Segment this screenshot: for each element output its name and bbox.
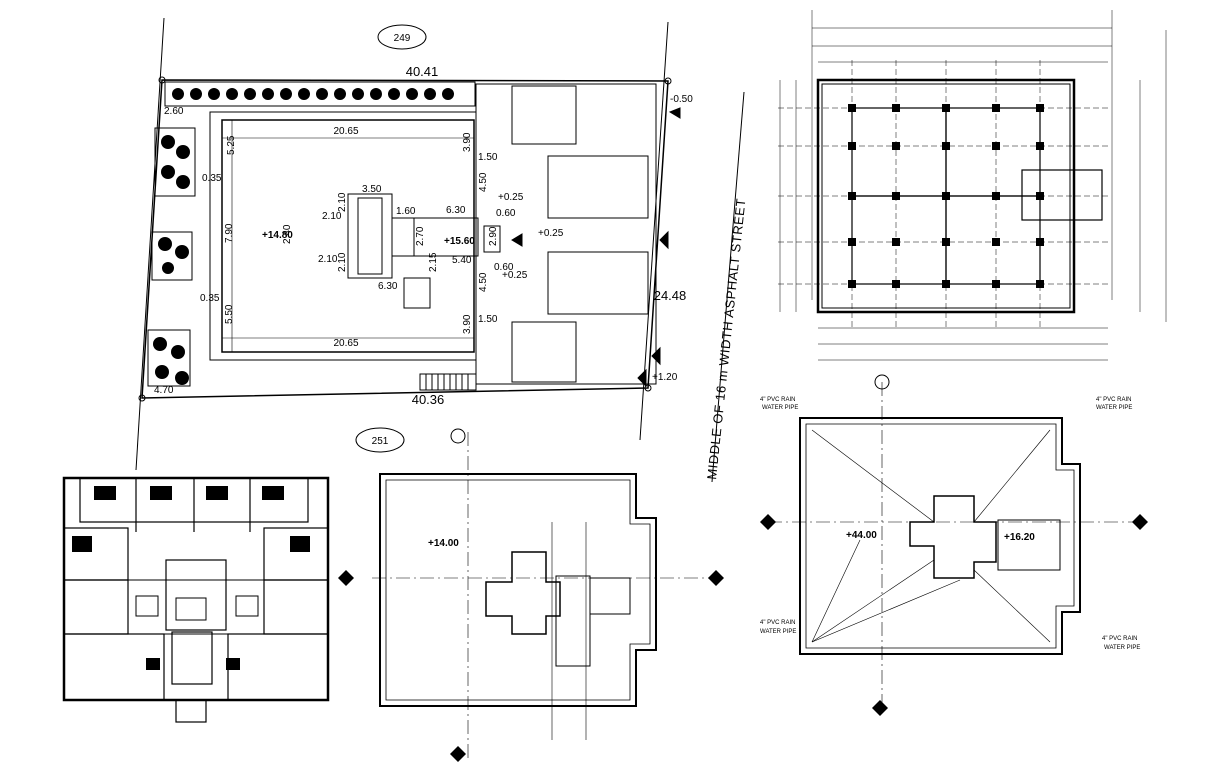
svg-text:WATER PIPE: WATER PIPE <box>1104 645 1140 651</box>
dim-left-bottom: 4.70 <box>154 385 174 396</box>
dim-core-1: 3.50 <box>362 184 382 195</box>
dim-core-5: 2.10 <box>318 254 338 265</box>
dim-inner-bottom: 20.65 <box>333 338 358 349</box>
dim-core-4: 2.40 <box>282 224 293 244</box>
level-gate-1: +0.25 <box>498 192 524 203</box>
level-street-top: -0.50 <box>670 94 693 105</box>
dim-left-top: 2.60 <box>164 106 184 117</box>
street-label: MIDDLE OF 16 m WIDTH ASPHALT STREET <box>704 197 748 480</box>
svg-text:WATER PIPE: WATER PIPE <box>762 405 798 411</box>
floor-plan-beds <box>72 486 310 670</box>
svg-text:WATER PIPE: WATER PIPE <box>1096 405 1132 411</box>
dim-left-3: 7.90 <box>224 223 235 243</box>
rain-pipe-note-4: 4" PVC RAIN WATER PIPE <box>1102 636 1140 651</box>
level-gate-3: +0.25 <box>502 270 528 281</box>
svg-text:4" PVC RAIN: 4" PVC RAIN <box>1102 636 1137 642</box>
roof-level: +14.00 <box>428 538 459 549</box>
drainage-level: +44.00 <box>846 530 877 541</box>
structural-grid-plan <box>778 10 1167 361</box>
svg-text:249: 249 <box>394 33 411 44</box>
dim-left-4: 0.35 <box>200 293 220 304</box>
dim-core-3: 2.10 <box>322 211 342 222</box>
dim-core-9: 2.70 <box>415 226 426 246</box>
dim-gate-8: 3.90 <box>462 314 473 334</box>
section-markers <box>338 374 1148 762</box>
tree-row-top <box>172 88 454 100</box>
level-stair: +15.60 <box>444 236 475 247</box>
svg-text:WATER PIPE: WATER PIPE <box>760 629 796 635</box>
dim-core-10: 2.90 <box>488 226 499 246</box>
dim-gate-7: 1.50 <box>478 314 498 325</box>
site-plan <box>135 17 681 471</box>
level-roof: +14.80 <box>262 230 293 241</box>
dim-gate-6: 4.50 <box>478 272 489 292</box>
rain-pipe-note-2: 4" PVC RAIN WATER PIPE <box>1096 397 1132 411</box>
floor-plan <box>62 476 330 723</box>
plot-number-south: 251 <box>355 427 405 453</box>
dim-inner-top: 20.65 <box>333 126 358 137</box>
dim-core-7: 1.60 <box>396 206 416 217</box>
dim-core-12: 5.40 <box>452 255 472 266</box>
dim-left-5: 5.50 <box>224 304 235 324</box>
drainage-level-2: +16.20 <box>1004 532 1035 543</box>
rain-pipe-note-1: 4" PVC RAIN WATER PIPE <box>760 397 798 411</box>
dim-core-2: 2.10 <box>337 192 348 212</box>
dim-core-6: 2.10 <box>337 252 348 272</box>
svg-text:4" PVC RAIN: 4" PVC RAIN <box>1096 397 1131 403</box>
dim-bottom-length: 40.36 <box>412 392 445 407</box>
dim-left-1: 5.25 <box>226 135 237 155</box>
dim-gate-3: 4.50 <box>478 172 489 192</box>
structural-columns <box>848 104 1044 288</box>
tree-clusters-left <box>153 135 190 385</box>
drainage-plan <box>768 382 1140 712</box>
svg-text:4" PVC RAIN: 4" PVC RAIN <box>760 397 795 403</box>
level-gate-2: +0.25 <box>538 228 564 239</box>
dim-right-length: 24.48 <box>654 288 687 303</box>
dim-core-8: 6.30 <box>446 205 466 216</box>
dim-top-length: 40.41 <box>406 64 439 79</box>
dim-gate-1: 3.90 <box>462 132 473 152</box>
dim-gate-5: 0.60 <box>494 262 514 273</box>
dim-core-11: 2.15 <box>428 252 439 272</box>
dim-core-13: 6.30 <box>378 281 398 292</box>
svg-text:4" PVC RAIN: 4" PVC RAIN <box>760 620 795 626</box>
rain-pipe-note-3: 4" PVC RAIN WATER PIPE <box>760 620 796 635</box>
street-centerline <box>711 91 745 483</box>
dim-gate-2: 1.50 <box>478 152 498 163</box>
roof-plan <box>372 432 710 760</box>
dim-left-2: 0.35 <box>202 173 222 184</box>
dim-gate-4: 0.60 <box>496 208 516 219</box>
plot-number-north: 249 <box>377 24 427 50</box>
svg-text:251: 251 <box>372 436 389 447</box>
level-street-bottom: +1.20 <box>652 372 678 383</box>
